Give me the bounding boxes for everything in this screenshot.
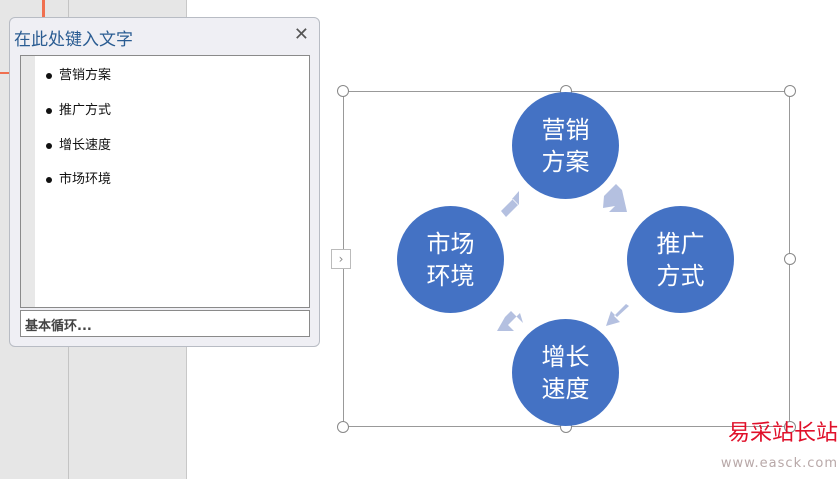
node-4[interactable]: 市场环境 <box>397 206 504 313</box>
list-item[interactable]: 推广方式 <box>45 103 112 118</box>
list-item[interactable]: 市场环境 <box>45 172 112 187</box>
text-pane-title: 在此处键入文字 <box>14 30 133 50</box>
arrow-icon <box>497 311 523 331</box>
node-2[interactable]: 推广方式 <box>627 206 734 313</box>
arrow-icon <box>606 304 629 326</box>
expand-text-pane-button[interactable]: › <box>331 249 351 269</box>
gutter <box>21 56 35 307</box>
resize-handle[interactable] <box>784 421 796 433</box>
list-item[interactable]: 营销方案 <box>45 68 112 83</box>
resize-handle[interactable] <box>337 421 349 433</box>
slide-indicator <box>42 0 45 18</box>
resize-handle[interactable] <box>784 85 796 97</box>
node-1[interactable]: 营销方案 <box>512 92 619 199</box>
watermark-url: www.easck.com <box>720 456 838 471</box>
slide-indicator <box>0 72 10 74</box>
resize-handle[interactable] <box>337 85 349 97</box>
text-pane-editor[interactable]: 营销方案 推广方式 增长速度 市场环境 <box>20 55 310 308</box>
close-icon[interactable]: ✕ <box>293 24 309 45</box>
watermark-logo: 易采站长站 <box>727 421 838 446</box>
resize-handle[interactable] <box>784 253 796 265</box>
layout-name-link[interactable]: 基本循环... <box>20 310 310 337</box>
arrow-icon <box>501 191 519 217</box>
arrow-icon <box>603 184 627 212</box>
text-pane: 在此处键入文字 ✕ 营销方案 推广方式 增长速度 市场环境 基本循环... <box>9 17 320 347</box>
node-3[interactable]: 增长速度 <box>512 319 619 426</box>
list-item[interactable]: 增长速度 <box>45 138 112 153</box>
